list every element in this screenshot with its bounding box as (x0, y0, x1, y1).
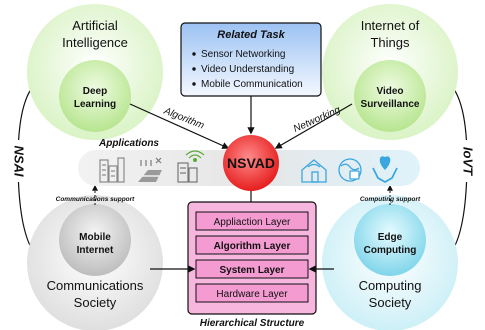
layer-label: System Layer (219, 265, 284, 276)
related-task-item: Sensor Networking (201, 49, 285, 60)
city-buildings-icon (99, 157, 125, 183)
global-travel-icon (338, 158, 362, 182)
networking-edge-label: Networking (292, 104, 343, 135)
computing-society-label-1: Computing (359, 278, 422, 293)
communications-support-label: Communications support (56, 196, 136, 203)
internet-of-things-cluster: Internet of Things Video Surveillance (322, 4, 458, 140)
applications-label: Applications (98, 138, 159, 149)
smart-building-icon (177, 150, 205, 183)
communications-society-cluster: Mobile Internet Communications Society (27, 195, 163, 330)
related-task-item: Mobile Communication (201, 79, 303, 90)
layer-label: Algorithm Layer (214, 241, 291, 252)
iovt-label: IoVT (461, 147, 476, 176)
internet-of-things-label-2: Things (370, 35, 410, 50)
connector-communications-support: Communications support (56, 184, 136, 205)
mobile-internet-label-1: Mobile (79, 232, 111, 243)
artificial-intelligence-label-1: Artificial (72, 18, 118, 33)
computing-support-label: Computing support (360, 196, 421, 203)
hierarchical-structure-caption: Hierarchical Structure (200, 318, 305, 329)
communications-society-label-1: Communications (47, 278, 144, 293)
deep-learning-label-1: Deep (83, 86, 107, 97)
computing-society-label-2: Society (369, 295, 412, 310)
nsvad-label: NSVAD (227, 155, 275, 171)
related-task-title: Related Task (217, 29, 285, 41)
artificial-intelligence-label-2: Intelligence (62, 35, 128, 50)
nsvad-center-node: NSVAD (223, 135, 279, 191)
connector-networking: Networking (274, 103, 353, 149)
layer-label: Hardware Layer (216, 289, 288, 300)
related-task-item: Video Understanding (201, 64, 294, 75)
communications-society-label-2: Society (74, 295, 117, 310)
edge-computing-label-1: Edge (378, 232, 403, 243)
video-surveillance-label-1: Video (376, 86, 403, 97)
edge-computing-label-2: Computing (364, 245, 417, 256)
mobile-internet-label-2: Internet (77, 245, 114, 256)
connector-computing-support: Computing support (360, 184, 421, 205)
artificial-intelligence-cluster: Artificial Intelligence Deep Learning (27, 4, 163, 140)
internet-of-things-label-1: Internet of (361, 18, 420, 33)
smart-home-icon (301, 159, 327, 183)
deep-learning-label-2: Learning (74, 99, 116, 110)
related-task-box: Related Task Sensor Networking Video Und… (180, 22, 322, 97)
layer-label: Appliaction Layer (214, 217, 291, 228)
computing-society-cluster: Edge Computing Computing Society (322, 195, 458, 330)
care-hand-heart-icon (372, 156, 398, 184)
nsai-label: NSAI (12, 145, 27, 176)
farm-field-icon (138, 157, 162, 182)
hierarchical-structure: Appliaction Layer Algorithm Layer System… (187, 191, 317, 329)
video-surveillance-label-2: Surveillance (361, 99, 420, 110)
